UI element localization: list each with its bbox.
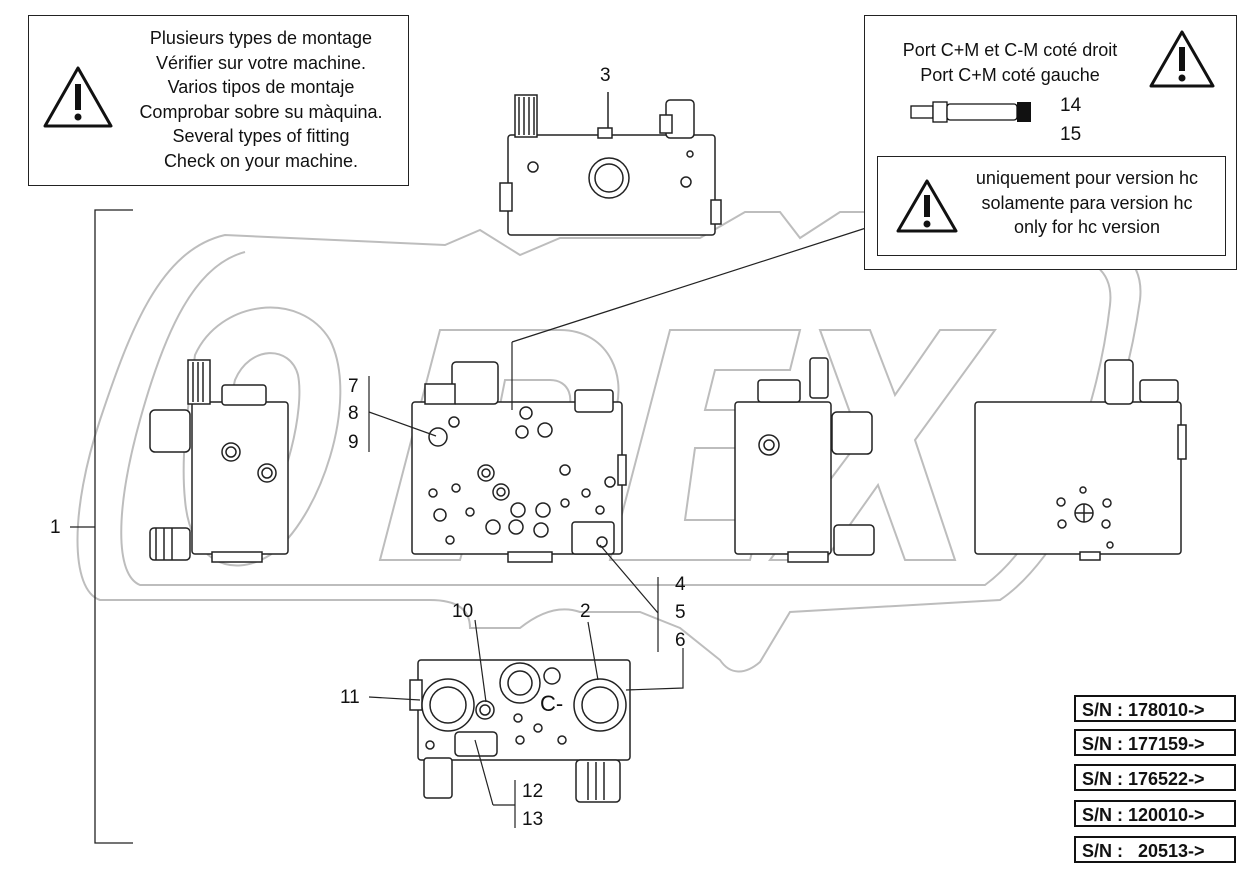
valve-block-right: [734, 357, 875, 563]
port-label-c-minus: C-: [540, 691, 564, 716]
serial-number-badge: S/N : 20513->: [1074, 836, 1236, 863]
serial-number-badge: S/N : 178010->: [1074, 695, 1236, 722]
serial-number-badge: S/N : 177159->: [1074, 729, 1236, 756]
note-line: Vérifier sur votre machine.: [155, 52, 367, 73]
note-line: Port C+M et C-M coté droit: [902, 40, 1118, 60]
callout-15: 15: [1060, 124, 1082, 145]
note-line: Check on your machine.: [163, 150, 359, 171]
callout-3: 3: [600, 65, 611, 86]
callout-2: 2: [580, 601, 591, 622]
port-note-text: Port C+M et C-M coté droit Port C+M coté…: [885, 38, 1135, 87]
note-line: uniquement pour version hc: [975, 168, 1199, 188]
callout-1: 1: [50, 517, 61, 538]
valve-block-bottom: [409, 659, 631, 803]
serial-number-badge: S/N : 120010->: [1074, 800, 1236, 827]
valve-block-3: [499, 92, 722, 236]
warning-triangle-icon: [896, 179, 958, 233]
callout-11: 11: [340, 687, 360, 708]
warning-triangle-icon: [43, 66, 113, 128]
callout-10: 10: [452, 601, 474, 622]
valve-block-left: [149, 359, 289, 563]
valve-block-main: [411, 361, 627, 563]
note-line: solamente para version hc: [981, 192, 1193, 213]
callout-7: 7: [348, 376, 359, 397]
note-line: Plusieurs types de montage: [149, 28, 373, 48]
bracket-item-1: [70, 209, 133, 844]
callout-13: 13: [522, 809, 544, 830]
note-line: Port C+M coté gauche: [920, 64, 1100, 85]
callout-5: 5: [675, 602, 686, 623]
note-line: Comprobar sobre su màquina.: [139, 101, 383, 122]
warning-triangle-icon: [1149, 30, 1215, 88]
port-note-box: Port C+M et C-M coté droit Port C+M coté…: [864, 15, 1237, 270]
valve-block-far-right: [974, 359, 1187, 561]
serial-number-badge: S/N : 176522->: [1074, 764, 1236, 791]
cartridge-connector-icon: [910, 101, 1031, 123]
hc-version-note-box: uniquement pour version hc solamente par…: [877, 156, 1226, 256]
note-line: Several types of fitting: [172, 126, 350, 146]
callout-9: 9: [348, 432, 359, 453]
callout-8: 8: [348, 403, 359, 424]
note-line: only for hc version: [1013, 217, 1161, 237]
leader-lines: [368, 94, 1053, 828]
hc-version-note-text: uniquement pour version hc solamente par…: [956, 166, 1218, 240]
callout-14: 14: [1060, 95, 1082, 116]
callout-12: 12: [522, 781, 544, 802]
note-line: Varios tipos de montaje: [167, 77, 355, 97]
callout-4: 4: [675, 574, 686, 595]
fitting-note-text: Plusieurs types de montage Vérifier sur …: [121, 26, 401, 173]
callout-6: 6: [675, 630, 686, 651]
fitting-note-box: Plusieurs types de montage Vérifier sur …: [28, 15, 409, 186]
